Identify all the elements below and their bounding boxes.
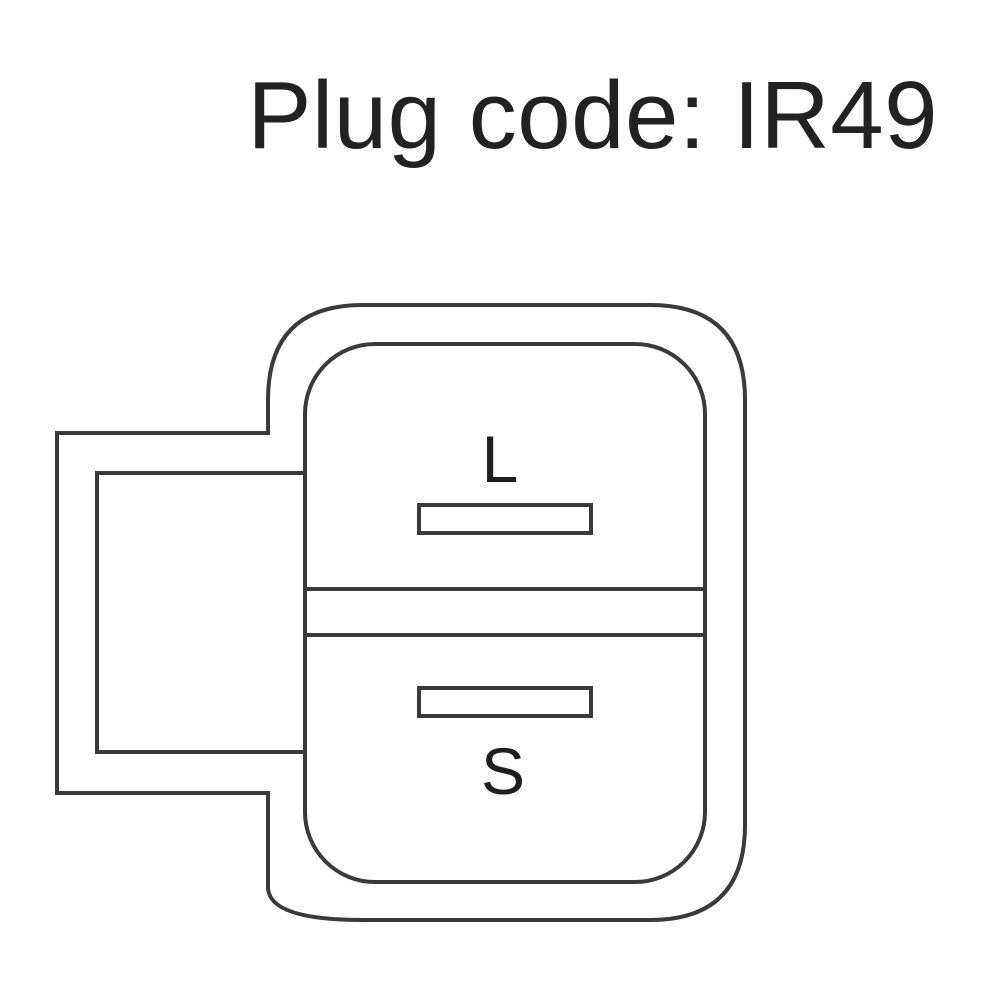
terminal-s-label: S — [481, 734, 525, 808]
terminal-l-blade — [417, 503, 593, 535]
locking-tab-outline — [95, 471, 305, 754]
terminal-l-label: L — [482, 422, 519, 496]
terminal-s-blade — [417, 686, 593, 718]
connector-housing-outline — [55, 303, 747, 922]
connector-cavity-outline — [303, 342, 707, 884]
plug-code-title: Plug code: IR49 — [247, 62, 938, 169]
